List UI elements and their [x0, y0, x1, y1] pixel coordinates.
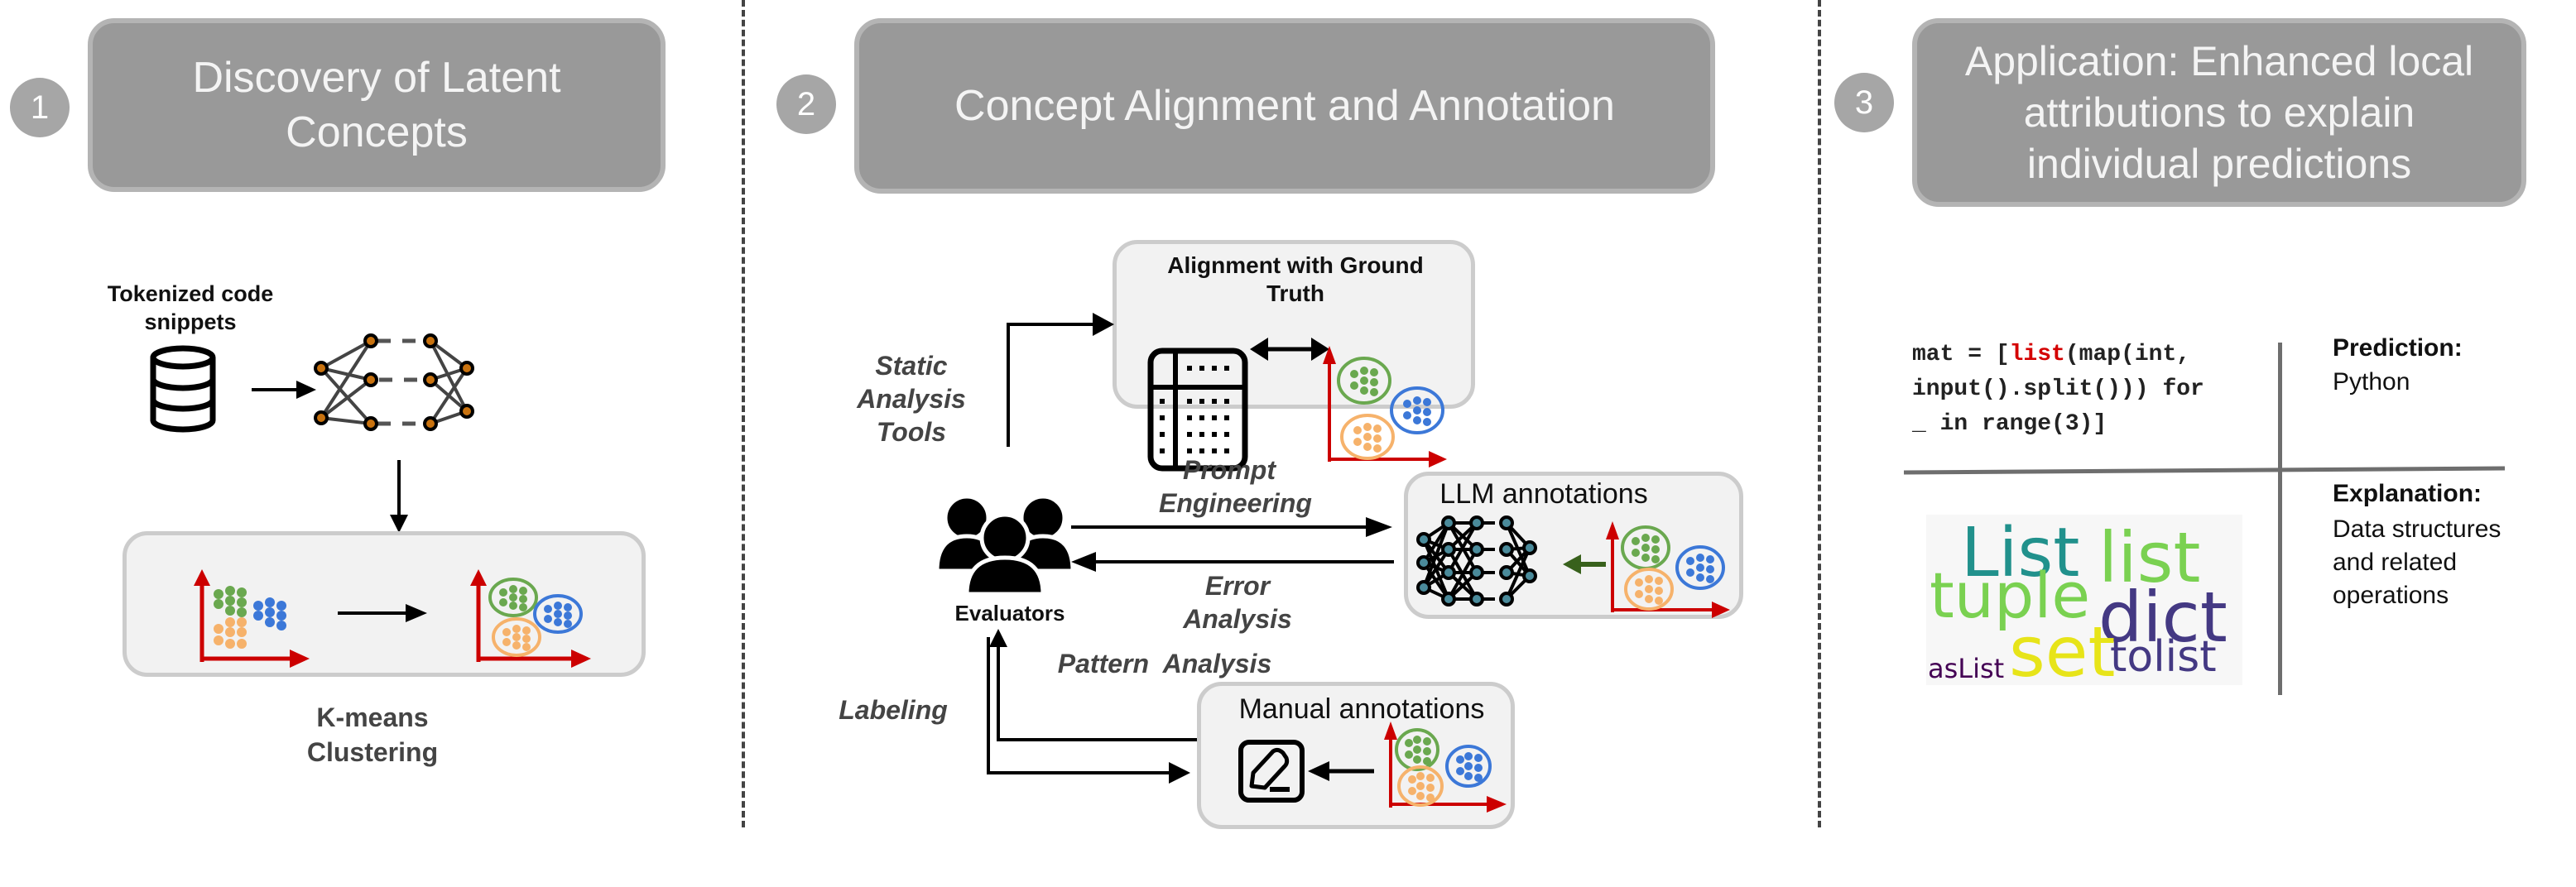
header-application: Application: Enhanced local attributions…: [1912, 18, 2526, 207]
prediction-value: Python: [2333, 368, 2410, 396]
code-keyword: list: [2009, 342, 2065, 367]
code-line-1: mat = [list(map(int,: [1912, 342, 2191, 367]
prompt-engineering-label: Prompt Engineering: [1159, 455, 1312, 518]
header-discovery: Discovery of Latent Concepts: [88, 18, 666, 192]
arrow-error-analysis: [1071, 552, 1394, 572]
arrow-static-analysis: [1007, 313, 1114, 447]
word-List: List: [1961, 515, 2080, 592]
arrow-cluster-transform: [338, 604, 427, 622]
neural-network-icon: [314, 333, 474, 431]
pattern-analysis-label: Pattern Analysis: [1057, 649, 1272, 678]
connector-pattern-analysis: [997, 738, 1204, 741]
code-line-2: input().split())) for: [1912, 376, 2204, 402]
manual-clusters-icon: [1384, 722, 1507, 813]
llm-clusters-icon: [1606, 521, 1730, 618]
word-list: list: [2098, 517, 2201, 598]
green-arrow-icon: [1563, 554, 1606, 574]
edit-icon: [1238, 740, 1305, 803]
code-line-3: _ in range(3)]: [1912, 411, 2107, 437]
arrow-prompt-engineering: [1071, 517, 1392, 537]
scatter-unclustered-icon: [194, 569, 310, 668]
explanation-title: Explanation:: [2333, 480, 2482, 507]
labeling-label: Labeling: [839, 695, 948, 725]
arrow-labeling: [987, 637, 1190, 784]
section-divider-1: [742, 0, 745, 827]
word-cloud: List list tuple dict set tolist asList: [1926, 515, 2242, 685]
ground-truth-clusters-icon: [1323, 346, 1447, 467]
table-horizontal-rule: [1903, 466, 2506, 475]
explanation-value: Data structures and related operations: [2333, 515, 2502, 609]
step-badge-1: 1: [10, 78, 70, 137]
prediction-title: Prediction:: [2333, 334, 2463, 362]
static-analysis-label: Static Analysis Tools: [857, 351, 966, 447]
word-dict: dict: [2098, 577, 2228, 658]
scatter-clustered-icon: [470, 569, 591, 668]
database-icon: [150, 345, 216, 433]
code-snippet: mat = [list(map(int, input().split())) f…: [1912, 338, 2204, 442]
manual-label: Manual annotations: [1238, 693, 1485, 725]
table-vertical-rule: [2278, 343, 2282, 695]
bidirectional-arrow-icon: [1250, 338, 1329, 361]
ground-truth-label: Alignment with Ground Truth: [1167, 252, 1424, 306]
word-set: set: [2009, 611, 2116, 685]
input-label: Tokenized code snippets: [107, 281, 274, 334]
header-alignment: Concept Alignment and Annotation: [854, 18, 1715, 194]
arrow-db-to-network: [252, 381, 316, 399]
kmeans-label: K-means Clustering: [306, 702, 439, 767]
llm-panel: [1404, 472, 1743, 619]
arrow-pattern-analysis: [989, 629, 1007, 741]
table-icon: [1147, 348, 1248, 472]
arrow-network-to-clustering: [390, 460, 408, 533]
word-tuple: tuple: [1930, 559, 2091, 632]
evaluators-label: Evaluators: [954, 601, 1065, 626]
llm-network-icon: [1416, 515, 1537, 607]
error-analysis-label: Error Analysis: [1183, 571, 1292, 634]
word-tolist: tolist: [2110, 632, 2217, 682]
section-divider-2: [1818, 0, 1821, 827]
llm-label: LLM annotations: [1439, 478, 1648, 510]
step-badge-2: 2: [776, 74, 836, 134]
step-badge-3: 3: [1834, 73, 1894, 132]
word-asList: asList: [1928, 653, 2005, 684]
evaluators-icon: [935, 494, 1075, 597]
arrow-clusters-to-edit: [1308, 761, 1374, 781]
